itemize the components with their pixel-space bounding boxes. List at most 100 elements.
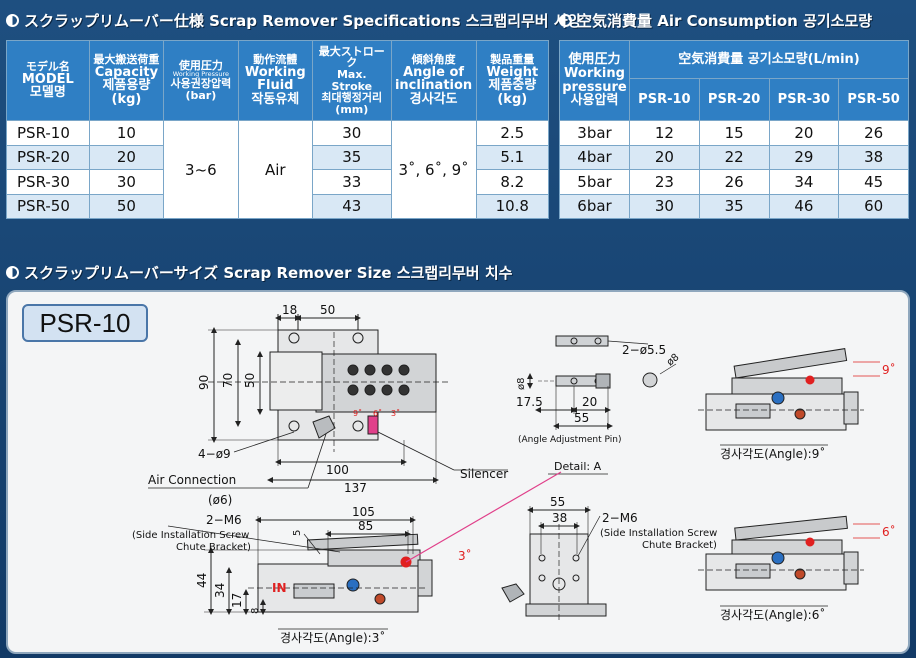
table-row: PSR-20 20 35 5.1 <box>6 144 550 170</box>
value-cell: 38 <box>838 144 909 170</box>
pressure-cell: 3~6 <box>163 120 239 219</box>
pressure-cell: 3bar <box>559 120 630 146</box>
air-header-row: 使用圧力 Working pressure 사용압력 空気消費量 공기소모량(L… <box>559 40 909 121</box>
angle-caption-9: 경사각도(Angle):9˚ <box>720 446 825 461</box>
value-cell: 30 <box>629 193 700 219</box>
table-row: PSR-10 10 3~6 Air 30 3˚, 6˚, 9˚ 2.5 <box>6 120 550 219</box>
hole-label-3: 3˚ <box>391 408 400 418</box>
header-working-pressure: 使用圧力 Working pressure 사용압력 <box>559 40 630 121</box>
col-psr30: PSR-30 <box>768 78 840 121</box>
table-row: PSR-50 50 43 10.8 <box>6 193 550 219</box>
dim-105: 105 <box>352 505 375 519</box>
side-screw-label-1b: (Side Installation Screw <box>600 528 717 539</box>
dim-18: 18 <box>282 303 297 317</box>
side-view-6deg <box>698 515 880 607</box>
weight-cell: 5.1 <box>475 144 550 170</box>
dim-70: 70 <box>221 373 235 388</box>
section-bullet-icon <box>559 14 572 27</box>
value-cell: 29 <box>768 144 840 170</box>
value-cell: 20 <box>768 120 840 146</box>
section-bullet-icon <box>6 266 19 279</box>
weight-cell: 8.2 <box>475 169 550 195</box>
dim-5: 5 <box>292 530 303 536</box>
header-pressure: 使用圧力 Working Pressure 사용권장압력 (bar) <box>163 40 239 121</box>
col-psr20: PSR-20 <box>698 78 770 121</box>
table-row: 5bar 23 26 34 45 <box>559 169 909 195</box>
header-fluid: 動作流體 Working Fluid 작동유체 <box>237 40 314 121</box>
stroke-cell: 33 <box>312 169 392 195</box>
pin-holes-label: 2−ø5.5 <box>622 343 666 357</box>
air-section-title-text: 空気消費量 Air Consumption 공기소모량 <box>577 12 873 30</box>
model-cell: PSR-50 <box>6 193 90 219</box>
m6-label: 2−M6 <box>206 513 242 527</box>
stroke-cell: 43 <box>312 193 392 219</box>
header-capacity: 最大搬送荷重 Capacity 제품용량 (kg) <box>88 40 165 121</box>
capacity-cell: 50 <box>88 193 165 219</box>
dim-137: 137 <box>344 481 367 495</box>
dim-50v: 50 <box>243 373 257 388</box>
header-stroke: 最大ストローク Max. Stroke 최대행정거리 (mm) <box>312 40 392 121</box>
dim-34: 34 <box>213 583 227 598</box>
size-section-title: スクラップリムーバーサイズ Scrap Remover Size 스크랩리무버 … <box>6 262 512 283</box>
pin-d8a: ø8 <box>516 378 527 390</box>
silencer-label: Silencer <box>460 467 508 481</box>
capacity-cell: 10 <box>88 120 165 146</box>
angle-9-mark: 9˚ <box>882 362 896 377</box>
front-view <box>501 524 607 622</box>
hole-label-9: 9˚ <box>353 408 362 418</box>
side-screw-label-2b: Chute Bracket) <box>642 540 717 551</box>
side-screw-label-2: Chute Bracket) <box>176 542 251 553</box>
pressure-cell: 6bar <box>559 193 630 219</box>
angle-6-mark: 6˚ <box>882 524 896 539</box>
table-row: 4bar 20 22 29 38 <box>559 144 909 170</box>
dim-8: 8 <box>250 608 261 614</box>
pin-d8b: ø8 <box>665 352 682 368</box>
model-cell: PSR-30 <box>6 169 90 195</box>
capacity-cell: 20 <box>88 144 165 170</box>
dim-85: 85 <box>358 519 373 533</box>
value-cell: 34 <box>768 169 840 195</box>
value-cell: 20 <box>629 144 700 170</box>
angle-caption-3: 경사각도(Angle):3˚ <box>280 630 385 645</box>
value-cell: 22 <box>698 144 770 170</box>
dim-17: 17 <box>230 593 244 608</box>
angle-pin-detail <box>538 335 677 389</box>
dim-50: 50 <box>320 303 335 317</box>
technical-drawing: 18 50 90 70 50 4−ø9 100 137 Air Connecti… <box>132 303 896 645</box>
spec-section-title: スクラップリムーバー仕様 Scrap Remover Specification… <box>6 10 581 31</box>
stroke-cell: 30 <box>312 120 392 146</box>
dim-55: 55 <box>574 411 589 425</box>
air-table: 使用圧力 Working pressure 사용압력 空気消費量 공기소모량(L… <box>559 40 909 219</box>
hole-label-6: 6˚ <box>373 408 382 418</box>
dimension-drawing-panel: PSR-10 <box>6 290 910 654</box>
in-label: IN <box>272 581 287 595</box>
table-row: PSR-30 30 33 8.2 <box>6 169 550 195</box>
side-view-3deg <box>248 533 433 613</box>
dim-44: 44 <box>195 573 209 588</box>
col-psr10: PSR-10 <box>629 78 700 121</box>
value-cell: 26 <box>698 169 770 195</box>
header-angle: 傾斜角度 Angle of inclination 경사각도 <box>390 40 477 121</box>
dim-100: 100 <box>326 463 349 477</box>
angle-cell: 3˚, 6˚, 9˚ <box>390 120 477 219</box>
value-cell: 15 <box>698 120 770 146</box>
top-view <box>208 329 448 452</box>
dim-20: 20 <box>582 395 597 409</box>
air-size-label: (ø6) <box>208 493 232 507</box>
pressure-cell: 4bar <box>559 144 630 170</box>
dim-17-5: 17.5 <box>516 395 543 409</box>
spec-header-row: モデル名 MODEL 모델명 最大搬送荷重 Capacity 제품용량 (kg)… <box>6 40 550 121</box>
pin-caption: (Angle Adjustment Pin) <box>518 435 621 445</box>
size-section-title-text: スクラップリムーバーサイズ Scrap Remover Size 스크랩리무버 … <box>24 264 513 282</box>
dim-38: 38 <box>552 511 567 525</box>
model-cell: PSR-20 <box>6 144 90 170</box>
value-cell: 46 <box>768 193 840 219</box>
air-subheader-row: PSR-10 PSR-20 PSR-30 PSR-50 <box>560 78 909 121</box>
stroke-cell: 35 <box>312 144 392 170</box>
angle-caption-6: 경사각도(Angle):6˚ <box>720 607 825 622</box>
value-cell: 23 <box>629 169 700 195</box>
spec-section-title-text: スクラップリムーバー仕様 Scrap Remover Specification… <box>24 12 582 30</box>
weight-cell: 2.5 <box>475 120 550 146</box>
model-badge: PSR-10 <box>22 304 148 342</box>
air-connection-label: Air Connection <box>148 473 236 487</box>
